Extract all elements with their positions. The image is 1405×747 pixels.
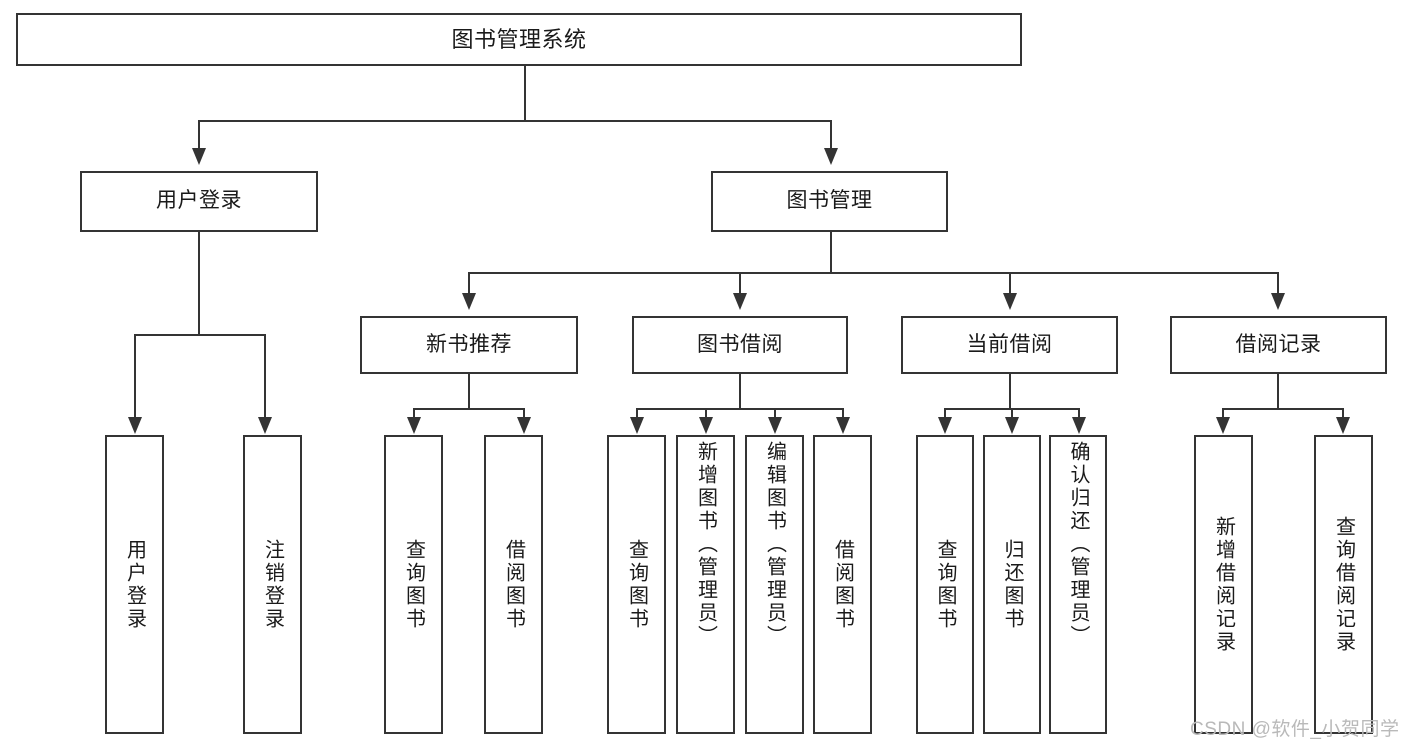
watermark-text: CSDN @软件_小贺同学	[1190, 719, 1400, 740]
node-label: 查询借阅记录	[1332, 515, 1355, 654]
node-label: 新书推荐	[426, 332, 512, 356]
leaf-bb-add-book-admin[interactable]: 新增图书（管理员）	[676, 435, 735, 734]
arrow-icon-nbr-leaf-1	[407, 417, 421, 434]
node-user-login[interactable]: 用户登录	[80, 171, 318, 232]
connector-cb-drop-2	[1011, 408, 1013, 418]
connector-nbr-bus	[413, 408, 525, 410]
leaf-bb-query-book[interactable]: 查询图书	[607, 435, 666, 734]
node-label: 借阅记录	[1235, 332, 1322, 356]
connector-user-login-drop-1	[134, 334, 136, 418]
node-label: 借阅图书	[502, 538, 525, 631]
arrow-icon-br-leaf-1	[1216, 417, 1230, 434]
node-label: 新增图书（管理员）	[694, 441, 717, 648]
node-book-management[interactable]: 图书管理	[711, 171, 948, 232]
arrow-icon-bb-leaf-4	[836, 417, 850, 434]
node-label: 用户登录	[123, 538, 146, 631]
node-borrow-record[interactable]: 借阅记录	[1170, 316, 1387, 374]
connector-cb-drop-3	[1078, 408, 1080, 418]
connector-br-trunk	[1277, 374, 1279, 410]
leaf-br-add-record[interactable]: 新增借阅记录	[1194, 435, 1253, 734]
connector-bb-drop-3	[774, 408, 776, 418]
connector-br-bus	[1222, 408, 1344, 410]
connector-book-management-bus	[468, 272, 1278, 274]
connector-bb-drop-2	[705, 408, 707, 418]
node-book-borrow[interactable]: 图书借阅	[632, 316, 848, 374]
arrow-icon-to-current-borrow	[1003, 293, 1017, 310]
arrow-icon-br-leaf-2	[1336, 417, 1350, 434]
leaf-logout[interactable]: 注销登录	[243, 435, 302, 734]
arrow-icon-to-logout-leaf	[258, 417, 272, 434]
arrow-icon-to-user-login	[192, 148, 206, 165]
connector-root-drop-2	[830, 120, 832, 150]
arrow-icon-bb-leaf-3	[768, 417, 782, 434]
node-label: 查询图书	[402, 538, 425, 631]
arrow-icon-to-new-book-recommend	[462, 293, 476, 310]
node-new-book-recommend[interactable]: 新书推荐	[360, 316, 578, 374]
leaf-bb-borrow-book[interactable]: 借阅图书	[813, 435, 872, 734]
arrow-icon-to-book-borrow	[733, 293, 747, 310]
connector-br-drop-1	[1222, 408, 1224, 418]
connector-user-login-drop-2	[264, 334, 266, 418]
leaf-cb-confirm-return-admin[interactable]: 确认归还（管理员）	[1049, 435, 1107, 734]
node-label: 编辑图书（管理员）	[763, 441, 786, 648]
node-label: 新增借阅记录	[1212, 515, 1235, 654]
leaf-nbr-borrow-book[interactable]: 借阅图书	[484, 435, 543, 734]
node-label: 图书管理系统	[451, 26, 587, 52]
node-label: 当前借阅	[966, 332, 1053, 356]
connector-user-login-trunk	[198, 232, 200, 336]
arrow-icon-nbr-leaf-2	[517, 417, 531, 434]
node-label: 查询图书	[934, 538, 956, 631]
connector-root-drop-1	[198, 120, 200, 150]
connector-bb-drop-1	[636, 408, 638, 418]
arrow-icon-bb-leaf-2	[699, 417, 713, 434]
connector-nbr-drop-1	[413, 408, 415, 418]
connector-bm-drop-3	[1009, 272, 1011, 294]
connector-user-login-bus	[134, 334, 264, 336]
leaf-nbr-query-book[interactable]: 查询图书	[384, 435, 443, 734]
connector-bm-drop-1	[468, 272, 470, 294]
arrow-icon-to-borrow-record	[1271, 293, 1285, 310]
node-label: 借阅图书	[831, 538, 854, 631]
node-label: 图书借阅	[697, 332, 783, 356]
arrow-icon-cb-leaf-1	[938, 417, 952, 434]
connector-root-trunk	[524, 66, 526, 121]
node-root-book-management-system[interactable]: 图书管理系统	[16, 13, 1022, 66]
connector-cb-trunk	[1009, 374, 1011, 410]
connector-bb-bus	[636, 408, 842, 410]
connector-bm-drop-2	[739, 272, 741, 294]
node-current-borrow[interactable]: 当前借阅	[901, 316, 1118, 374]
node-label: 注销登录	[261, 538, 284, 631]
connector-root-bus	[198, 120, 832, 122]
connector-br-drop-2	[1342, 408, 1344, 418]
leaf-bb-edit-book-admin[interactable]: 编辑图书（管理员）	[745, 435, 804, 734]
arrow-icon-to-user-login-leaf	[128, 417, 142, 434]
connector-cb-drop-1	[944, 408, 946, 418]
node-label: 用户登录	[156, 189, 242, 213]
arrow-icon-to-book-management	[824, 148, 838, 165]
node-label: 查询图书	[625, 538, 648, 631]
leaf-cb-query-book[interactable]: 查询图书	[916, 435, 974, 734]
arrow-icon-cb-leaf-2	[1005, 417, 1019, 434]
connector-book-management-trunk	[830, 232, 832, 274]
arrow-icon-cb-leaf-3	[1072, 417, 1086, 434]
connector-nbr-drop-2	[523, 408, 525, 418]
leaf-cb-return-book[interactable]: 归还图书	[983, 435, 1041, 734]
node-label: 图书管理	[786, 189, 873, 213]
connector-nbr-trunk	[468, 374, 470, 410]
arrow-icon-bb-leaf-1	[630, 417, 644, 434]
node-label: 归还图书	[1001, 538, 1023, 631]
connector-bb-drop-4	[842, 408, 844, 418]
connector-bm-drop-4	[1277, 272, 1279, 294]
leaf-user-login[interactable]: 用户登录	[105, 435, 164, 734]
node-label: 确认归还（管理员）	[1067, 441, 1089, 648]
connector-bb-trunk	[739, 374, 741, 410]
leaf-br-query-record[interactable]: 查询借阅记录	[1314, 435, 1373, 734]
